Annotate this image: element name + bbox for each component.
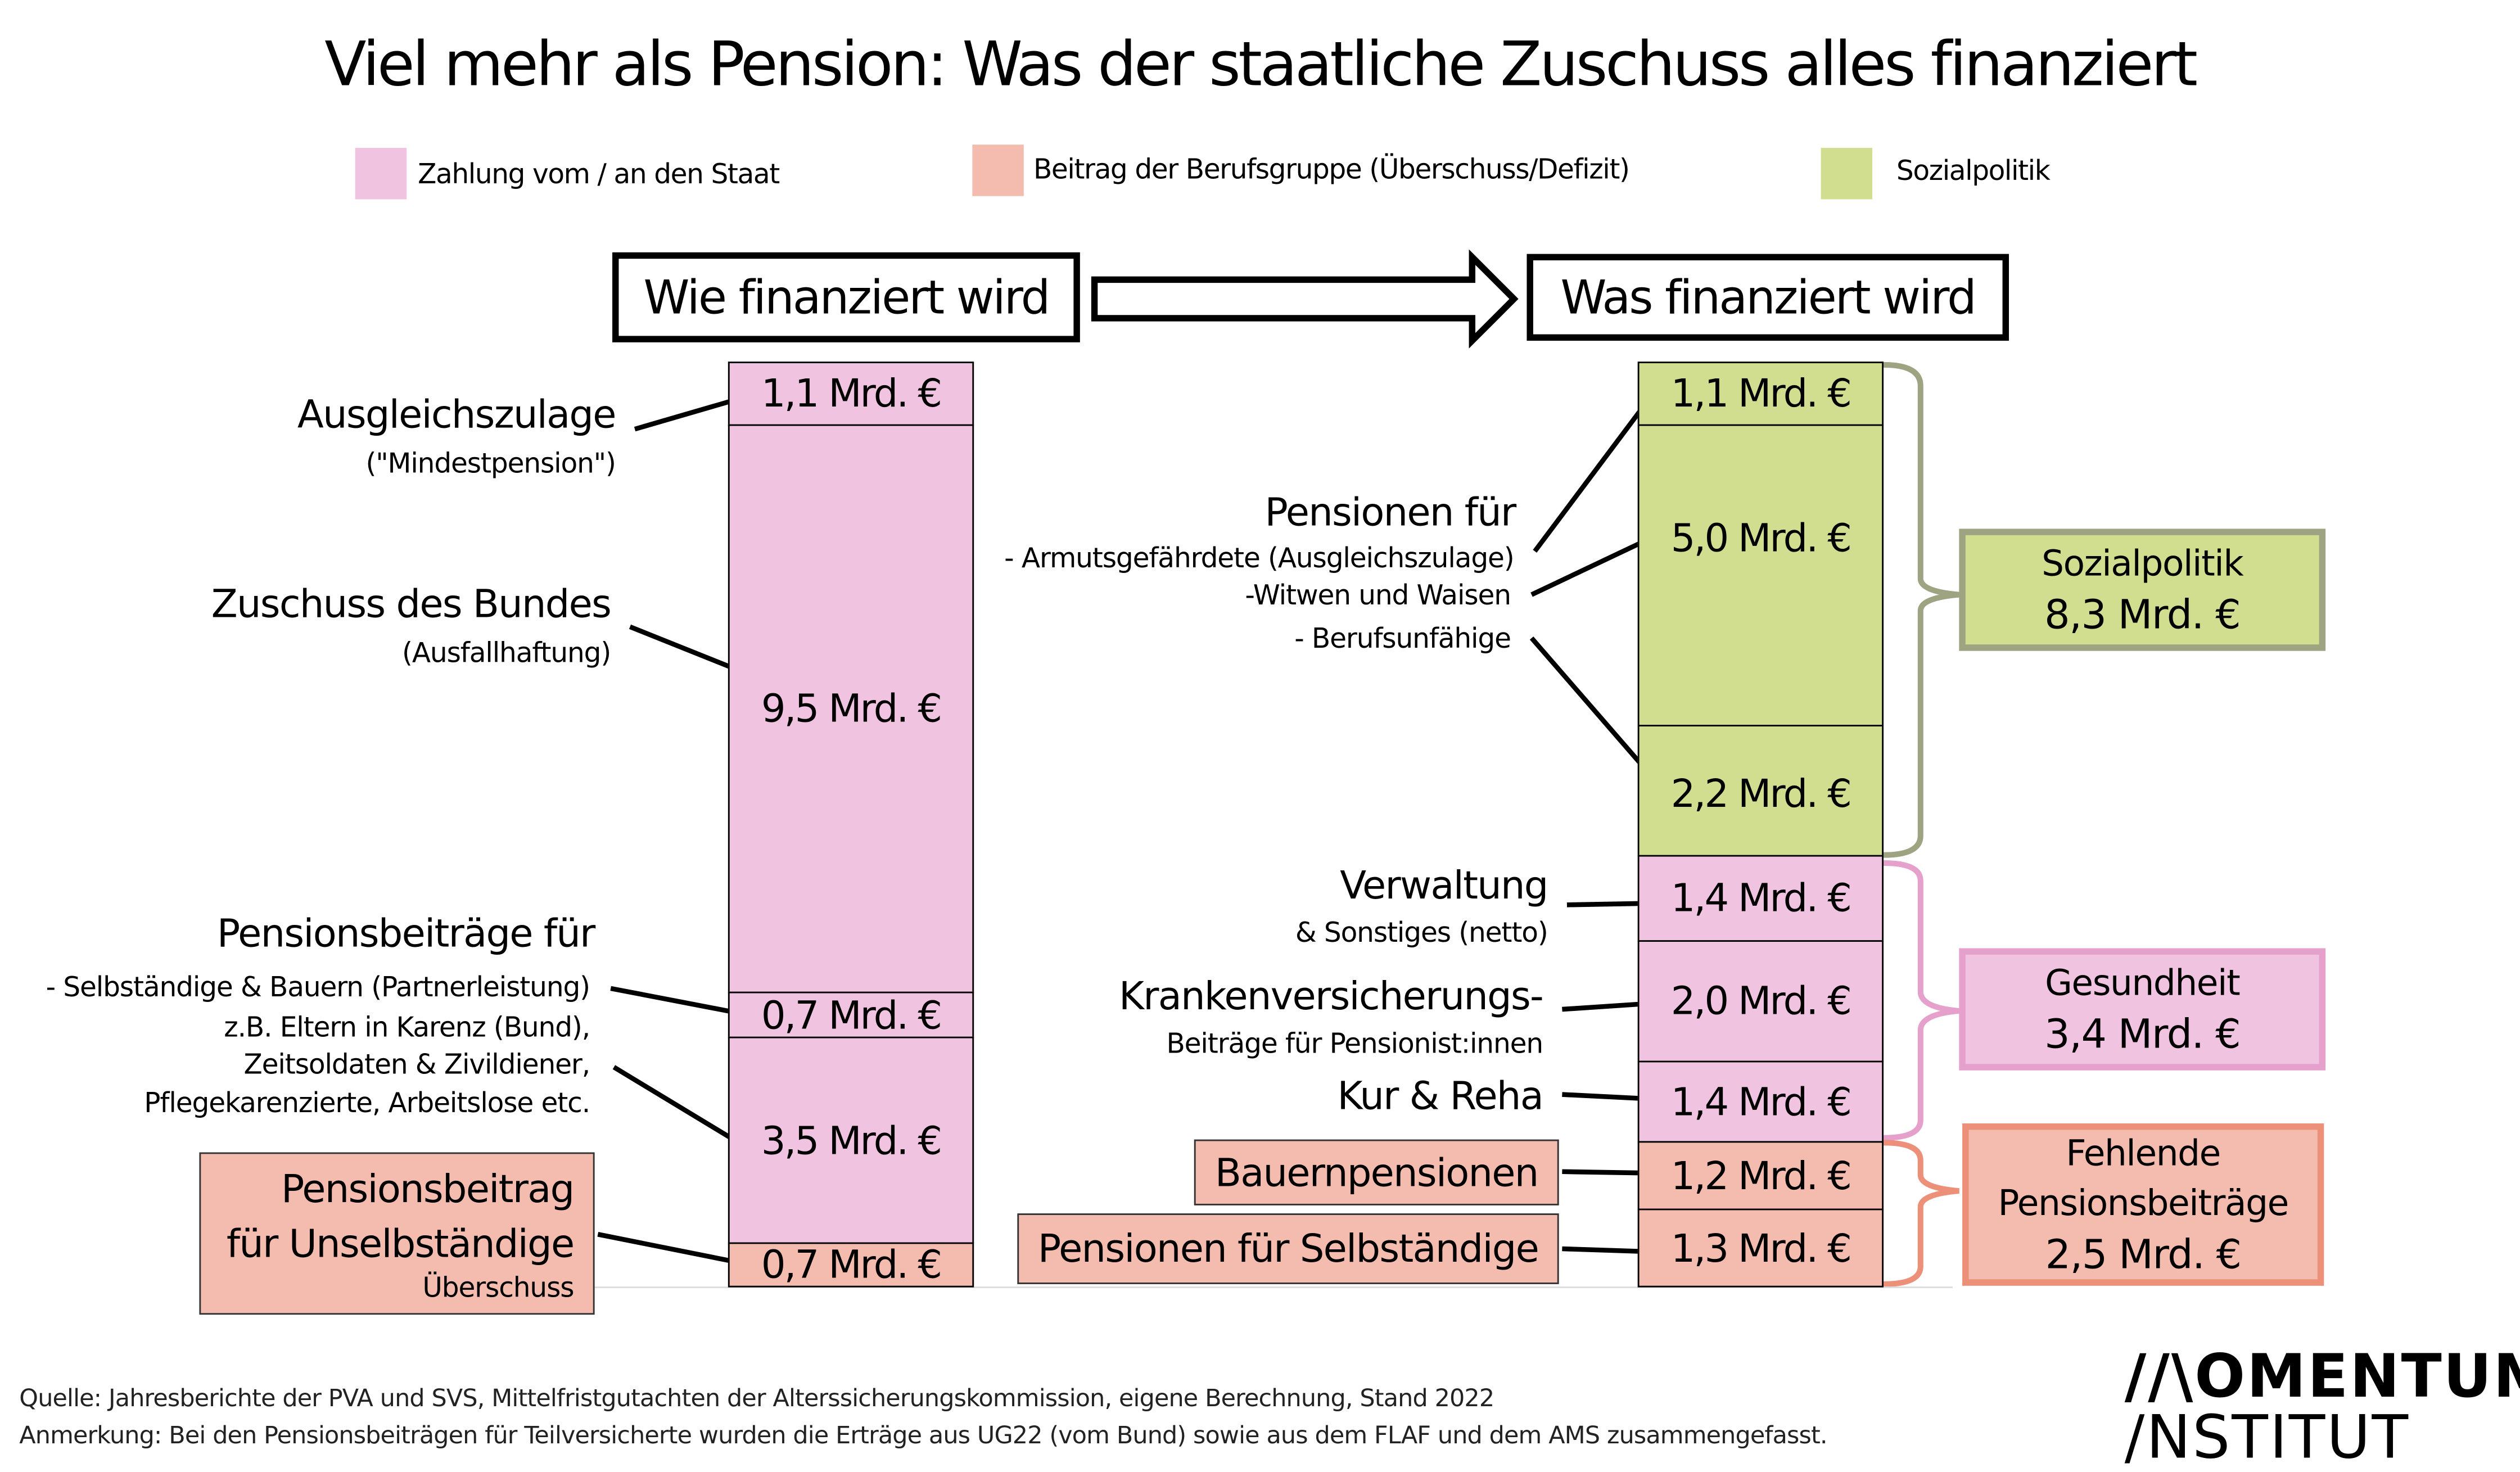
right-bar-segment: 2,0 Mrd. € <box>1637 940 1884 1063</box>
summary-title: Pensionsbeiträge <box>1998 1184 2289 1225</box>
right-bar-segment: 1,2 Mrd. € <box>1637 1141 1884 1211</box>
legend-swatch-social <box>1821 147 1873 200</box>
label-unselbstaendige-line2: für Unselbständige <box>226 1220 575 1266</box>
label-ausgleichszulage: Ausgleichszulage <box>297 392 617 437</box>
right-bar-segment: 5,0 Mrd. € <box>1637 424 1884 726</box>
brace-social <box>1884 362 1959 858</box>
legend-label-social: Sozialpolitik <box>1896 156 2051 188</box>
label-pensionen-line: - Armutsgefährdete (Ausgleichszulage) <box>1004 543 1515 576</box>
right-bar-segment: 1,4 Mrd. € <box>1637 855 1884 942</box>
label-zuschuss-sub: (Ausfallhaftung) <box>402 638 611 670</box>
summary-value: 2,5 Mrd. € <box>2045 1231 2242 1278</box>
left-bar-segment: 9,5 Mrd. € <box>728 424 974 994</box>
brace-missing <box>1884 1140 1959 1287</box>
label-pensionsbeitraege-line: Pflegekarenzierte, Arbeitslose etc. <box>144 1088 590 1121</box>
summary-title: Sozialpolitik <box>2042 544 2244 585</box>
summary-sozialpolitik: Sozialpolitik 8,3 Mrd. € <box>1959 529 2326 651</box>
label-unselbstaendige-line1: Pensionsbeitrag <box>281 1166 575 1211</box>
footer-note: Anmerkung: Bei den Pensionsbeiträgen für… <box>19 1420 1827 1450</box>
right-bar-segment: 1,4 Mrd. € <box>1637 1060 1884 1143</box>
label-pensionsbeitraege-line: Zeitsoldaten & Zivildiener, <box>243 1049 591 1082</box>
label-pensionsbeitraege-line: - Selbständige & Bauern (Partnerleistung… <box>46 972 591 1005</box>
label-krankenversicherung: Krankenversicherungs- <box>1118 974 1544 1019</box>
right-bar-segment: 1,3 Mrd. € <box>1637 1208 1884 1288</box>
label-unselbstaendige: Pensionsbeitrag für Unselbständige Übers… <box>199 1152 595 1315</box>
summary-gesundheit: Gesundheit 3,4 Mrd. € <box>1959 948 2326 1071</box>
label-pensionsbeitraege-line: z.B. Eltern in Karenz (Bund), <box>224 1012 590 1045</box>
label-pensionsbeitraege: Pensionsbeiträge für <box>216 911 595 956</box>
left-bar-segment: 0,7 Mrd. € <box>728 1242 974 1288</box>
header-right: Was finanziert wird <box>1527 254 2009 341</box>
page-title: Viel mehr als Pension: Was der staatlich… <box>324 29 2198 100</box>
left-bar-segment: 1,1 Mrd. € <box>728 362 974 426</box>
summary-fehlende-beitraege: Fehlende Pensionsbeiträge 2,5 Mrd. € <box>1962 1123 2324 1286</box>
summary-value: 3,4 Mrd. € <box>2044 1010 2241 1058</box>
logo-line1: //\OMENTUM <box>2124 1342 2520 1411</box>
summary-title: Gesundheit <box>2045 964 2241 1005</box>
legend-swatch-state <box>355 147 407 200</box>
label-pensionen-line: -Witwen und Waisen <box>1245 580 1511 613</box>
label-zuschuss: Zuschuss des Bundes <box>211 581 612 627</box>
label-krankenversicherung-sub: Beiträge für Pensionist:innen <box>1166 1028 1543 1061</box>
label-pensionen-line: - Berufsunfähige <box>1294 624 1511 656</box>
label-verwaltung-sub: & Sonstiges (netto) <box>1295 918 1548 950</box>
label-unselbstaendige-sub: Überschuss <box>422 1272 574 1304</box>
legend-swatch-profession <box>972 145 1024 196</box>
left-bar-segment: 3,5 Mrd. € <box>728 1036 974 1244</box>
logo-line2: /NSTITUT <box>2124 1403 2410 1472</box>
footer-source: Quelle: Jahresberichte der PVA und SVS, … <box>19 1384 1494 1413</box>
legend-label-state: Zahlung vom / an den Staat <box>418 159 780 192</box>
right-bar-segment: 1,1 Mrd. € <box>1637 362 1884 426</box>
label-pensionen-fuer: Pensionen für <box>1264 490 1517 535</box>
label-kur-reha: Kur & Reha <box>1337 1073 1544 1119</box>
right-bar-segment: 2,2 Mrd. € <box>1637 725 1884 857</box>
label-ausgleichszulage-sub: ("Mindestpension") <box>365 448 616 481</box>
label-selbstaendige: Pensionen für Selbständige <box>1017 1213 1559 1284</box>
brace-health <box>1884 860 1959 1141</box>
legend-label-profession: Beitrag der Berufsgruppe (Überschuss/Def… <box>1033 154 1630 187</box>
left-bar-segment: 0,7 Mrd. € <box>728 991 974 1038</box>
arrow-right-icon <box>1091 249 1519 349</box>
header-left: Wie finanziert wird <box>612 252 1080 342</box>
label-bauernpensionen: Bauernpensionen <box>1194 1139 1559 1205</box>
summary-value: 8,3 Mrd. € <box>2044 591 2241 638</box>
summary-title: Fehlende <box>2066 1135 2221 1175</box>
momentum-logo: //\OMENTUM /NSTITUT <box>2124 1342 2520 1472</box>
label-verwaltung: Verwaltung <box>1340 863 1548 908</box>
